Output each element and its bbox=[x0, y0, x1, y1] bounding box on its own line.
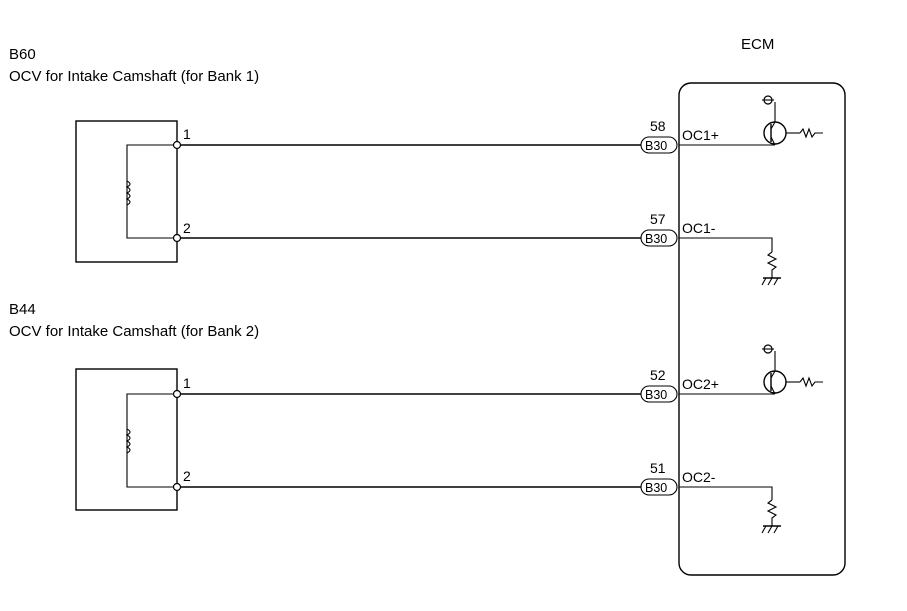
signal-oc1-plus: OC1+ bbox=[682, 127, 719, 143]
ground-icon-oc2 bbox=[679, 486, 781, 534]
component-name-b60: OCV for Intake Camshaft (for Bank 1) bbox=[9, 68, 259, 85]
ecm-pin-51: 51 bbox=[650, 460, 666, 476]
connector-label-58: B30 bbox=[645, 139, 667, 153]
transistor-icon-oc1 bbox=[679, 95, 823, 146]
ocv-internal-wire-b60 bbox=[126, 144, 177, 239]
ocv-box-b44 bbox=[75, 368, 178, 511]
signal-oc2-plus: OC2+ bbox=[682, 376, 719, 392]
coil-icon-b44 bbox=[125, 428, 131, 454]
connector-b30-52 bbox=[640, 385, 678, 403]
connector-b30-57 bbox=[640, 229, 678, 247]
connector-label-57: B30 bbox=[645, 232, 667, 246]
ecm-pin-58: 58 bbox=[650, 118, 666, 134]
pin-label-b60-1: 1 bbox=[183, 126, 191, 142]
component-b60: B60 OCV for Intake Camshaft (for Bank 1)… bbox=[9, 46, 823, 286]
connector-b30-51 bbox=[640, 478, 678, 496]
pin-label-b44-2: 2 bbox=[183, 468, 191, 484]
signal-oc2-minus: OC2- bbox=[682, 469, 716, 485]
component-code-b44: B44 bbox=[9, 301, 36, 318]
terminal-b60-1 bbox=[172, 140, 182, 150]
terminal-b44-2 bbox=[172, 482, 182, 492]
coil-icon-b60 bbox=[125, 180, 131, 206]
ecm-pin-52: 52 bbox=[650, 367, 666, 383]
ecm-label: ECM bbox=[741, 36, 774, 53]
ecm-pin-57: 57 bbox=[650, 211, 666, 227]
terminal-b60-2 bbox=[172, 233, 182, 243]
component-name-b44: OCV for Intake Camshaft (for Bank 2) bbox=[9, 323, 259, 340]
ecm-box bbox=[678, 82, 846, 576]
ocv-box-b60 bbox=[75, 120, 178, 263]
pin-label-b60-2: 2 bbox=[183, 220, 191, 236]
ocv-internal-wire-b44 bbox=[126, 393, 177, 488]
ground-icon-oc1 bbox=[679, 237, 781, 286]
connector-label-51: B30 bbox=[645, 481, 667, 495]
component-b44: B44 OCV for Intake Camshaft (for Bank 2)… bbox=[9, 301, 823, 534]
terminal-b44-1 bbox=[172, 389, 182, 399]
signal-oc1-minus: OC1- bbox=[682, 220, 716, 236]
component-code-b60: B60 bbox=[9, 46, 36, 63]
pin-label-b44-1: 1 bbox=[183, 375, 191, 391]
connector-label-52: B30 bbox=[645, 388, 667, 402]
connector-b30-58 bbox=[640, 136, 678, 154]
transistor-icon-oc2 bbox=[679, 344, 823, 395]
